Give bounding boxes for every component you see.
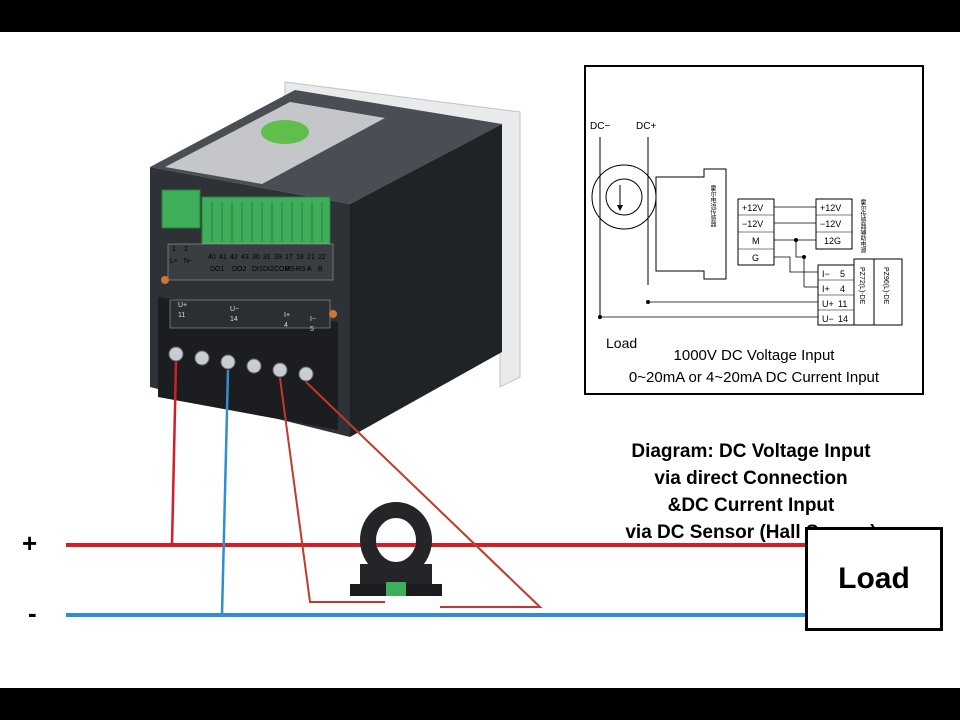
schematic-lines	[591, 137, 903, 326]
meter-sub-b: B	[318, 266, 323, 273]
load-box-label: Load	[838, 562, 910, 595]
meter-label-sticker	[165, 102, 385, 184]
meter-right-face	[350, 124, 502, 437]
meter-pin-num-14: 14	[838, 314, 849, 324]
schematic-load-label: Load	[606, 335, 638, 351]
schematic-wires	[600, 206, 818, 318]
meter-pin-uminus: U−	[822, 314, 834, 324]
mount-screw-right	[329, 310, 337, 318]
supply-pin-plus12: +12V	[820, 203, 842, 213]
dc-plus-label: DC+	[636, 121, 657, 132]
meter-sub-lplus: L+	[170, 258, 178, 265]
meter-terminal-22: 22	[318, 254, 326, 261]
meter-lower-5: 5	[310, 326, 314, 333]
supply-chinese-label: 霍尔传感器辅助电源	[859, 199, 865, 253]
meter-lower-4: 4	[284, 322, 288, 329]
sensor-ring	[591, 164, 657, 230]
terminal-screws	[168, 346, 314, 382]
meter-sub-com: COM	[274, 266, 291, 273]
current-plus-wire	[279, 377, 385, 603]
meter-terminal-39: 39	[274, 254, 282, 261]
meter-sub-rsminus: RS−	[296, 266, 310, 273]
meter-sub-nminus: N−	[184, 258, 194, 265]
sensor-pin-plus12: +12V	[742, 203, 764, 213]
io-connector	[201, 196, 331, 248]
meter-terminal-21: 21	[307, 254, 315, 261]
caption-line-3: &DC Current Input	[667, 495, 835, 516]
load-box: Load	[805, 527, 943, 631]
caption-line-1: Diagram: DC Voltage Input	[631, 441, 871, 462]
meter-terminal-18: 18	[296, 254, 304, 261]
meter-lower-14: 14	[230, 316, 238, 323]
meter-green-sticker	[261, 120, 309, 144]
diagram-caption: Diagram: DC Voltage Input via direct Con…	[586, 438, 916, 546]
meter-pin-num-5: 5	[840, 269, 846, 279]
wiring-schematic: DC− DC+ Load +12V −12V M G +12V −12V 12G…	[584, 65, 924, 395]
voltage-minus-wire	[220, 369, 230, 616]
meter-sub-do2: DO2	[232, 266, 247, 273]
diagram-canvas: 1 2 40 41 42 43 30 31 39 17 18 21 22 L+ …	[0, 32, 960, 688]
terminal-label-panel	[167, 243, 334, 281]
current-arrow-head	[617, 205, 623, 211]
meter-terminal-42: 42	[230, 254, 238, 261]
meter-pin-num-4: 4	[840, 284, 846, 294]
sensor-body	[655, 168, 727, 280]
meter-terminal-30: 30	[252, 254, 260, 261]
supply-terminal-block	[815, 198, 853, 250]
dc-minus-label: DC−	[590, 121, 611, 132]
meter-sub-di1: DI1	[252, 266, 263, 273]
meter-terminal-40: 40	[208, 254, 216, 261]
voltage-plus-wire	[170, 361, 178, 546]
caption-line-2: via direct Connection	[654, 468, 848, 489]
meter-lower-uminus: U−	[230, 306, 240, 313]
sensor-chinese-label: 霍尔电流传感器	[709, 185, 715, 227]
meter-terminal-31: 31	[263, 254, 271, 261]
hall-sensor	[350, 502, 442, 596]
meter-pin-num-11: 11	[838, 299, 848, 309]
bottom-letterbox	[0, 688, 960, 720]
schematic-note-current: 0~20mA or 4~20mA DC Current Input	[628, 369, 880, 386]
meter-lower-iminus: I−	[310, 316, 317, 323]
meter-terminal-17: 17	[285, 254, 293, 261]
meter-sub-di2: DI2	[263, 266, 274, 273]
meter-lower-11: 11	[178, 312, 186, 319]
meter-terminal-2: 2	[184, 246, 188, 253]
supply-pin-12g: 12G	[824, 236, 842, 246]
meter-pin-iplus: I+	[822, 284, 830, 294]
terminal-block-label	[169, 299, 331, 329]
meter-sub-rsplus: RS+	[285, 266, 299, 273]
mount-screw-left	[161, 276, 169, 284]
top-letterbox	[0, 0, 960, 32]
meter-pin-iminus: I−	[822, 269, 830, 279]
meter-terminal-43: 43	[241, 254, 249, 261]
wiring-illustration	[66, 81, 805, 617]
meter-model-2: PZ96(L)-DE	[882, 267, 889, 305]
plus-sign: +	[22, 528, 38, 558]
meter-terminal-1: 1	[172, 246, 176, 253]
meter-lower-iplus: I+	[284, 312, 291, 319]
sensor-hole	[605, 178, 643, 216]
meter-model-1: PZ72(L)-DE	[858, 267, 865, 305]
meter-model-box-2	[873, 258, 903, 326]
sensor-pin-g: G	[752, 253, 760, 263]
meter-lower-uplus: U+	[178, 302, 188, 309]
minus-sign: -	[28, 598, 37, 628]
schematic-note-voltage: 1000V DC Voltage Input	[673, 347, 835, 364]
meter-terminal-41: 41	[219, 254, 227, 261]
io-connector-slots	[211, 202, 323, 242]
meter-sub-a: A	[307, 266, 312, 273]
meter-sub-do1: DO1	[210, 266, 225, 273]
sensor-pin-m: M	[752, 236, 760, 246]
current-minus-wire	[305, 381, 543, 608]
sensor-pin-minus12: −12V	[742, 219, 764, 229]
power-connector	[161, 189, 201, 229]
supply-pin-minus12: −12V	[820, 219, 842, 229]
meter-pin-uplus: U+	[822, 299, 834, 309]
